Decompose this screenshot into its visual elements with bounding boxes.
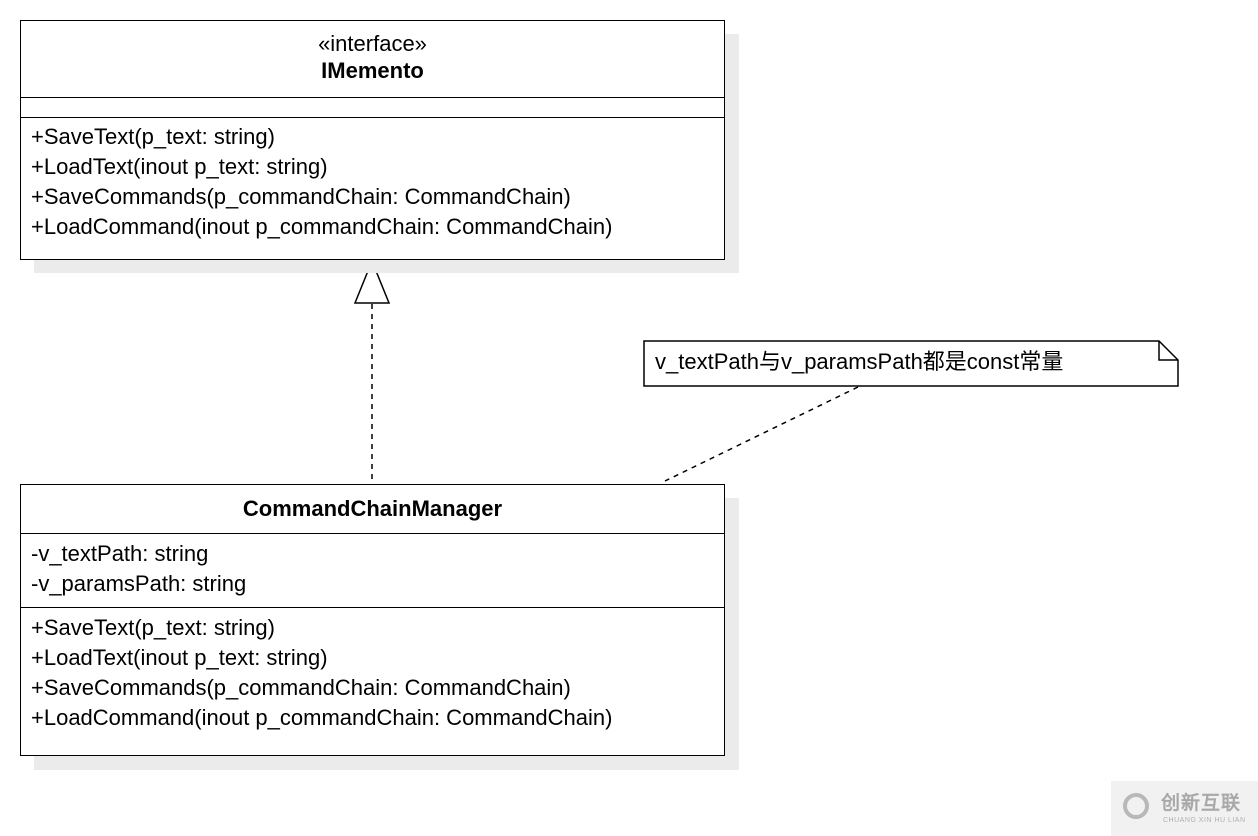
note-text: v_textPath与v_paramsPath都是const常量: [655, 349, 1064, 374]
stereotype-label: «interface»: [318, 31, 427, 56]
method-item: +LoadCommand(inout p_commandChain: Comma…: [31, 705, 613, 730]
watermark-main-text: 创新互联: [1161, 793, 1242, 814]
impl-methods-section: +SaveText(p_text: string) +LoadText(inou…: [21, 607, 724, 733]
method-item: +SaveCommands(p_commandChain: CommandCha…: [31, 675, 571, 700]
method-item: +SaveCommands(p_commandChain: CommandCha…: [31, 184, 571, 209]
interface-methods-section: +SaveText(p_text: string) +LoadText(inou…: [21, 117, 724, 242]
attribute-item: -v_textPath: string: [31, 541, 209, 566]
realization-arrowhead: [353, 259, 391, 304]
watermark-logo-icon: [1123, 793, 1149, 819]
impl-class-box[interactable]: CommandChainManager -v_textPath: string …: [20, 484, 725, 756]
impl-attributes-section: -v_textPath: string -v_paramsPath: strin…: [21, 533, 724, 607]
method-item: +SaveText(p_text: string): [31, 615, 275, 640]
watermark-sub-text: CHUANG XIN HU LIAN: [1163, 817, 1246, 824]
impl-class-name: CommandChainManager: [242, 496, 503, 521]
impl-header: CommandChainManager: [21, 485, 724, 533]
interface-header: «interface» IMemento: [21, 21, 724, 97]
method-item: +LoadText(inout p_text: string): [31, 154, 328, 179]
interface-name: IMemento: [321, 58, 424, 83]
method-item: +SaveText(p_text: string): [31, 124, 275, 149]
method-item: +LoadCommand(inout p_commandChain: Comma…: [31, 214, 613, 239]
interface-attributes-section: [21, 97, 724, 117]
watermark: 创新互联 CHUANG XIN HU LIAN: [1111, 781, 1258, 836]
method-item: +LoadText(inout p_text: string): [31, 645, 328, 670]
note-box[interactable]: v_textPath与v_paramsPath都是const常量: [643, 340, 1179, 387]
note-connector-line: [664, 386, 859, 482]
note-outline: [643, 340, 1179, 387]
attribute-item: -v_paramsPath: string: [31, 571, 247, 596]
interface-class-box[interactable]: «interface» IMemento +SaveText(p_text: s…: [20, 20, 725, 260]
